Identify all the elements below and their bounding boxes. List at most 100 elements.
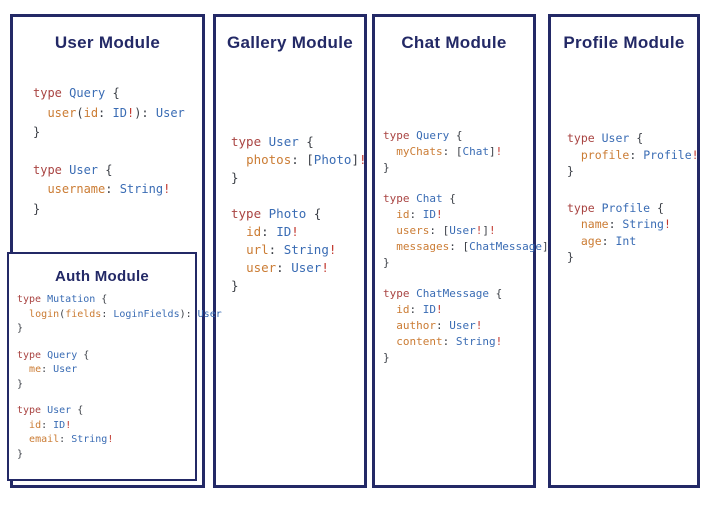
code-token — [17, 364, 29, 375]
code-token: } — [383, 161, 390, 174]
code-token: ] — [488, 145, 496, 158]
code-token: : — [98, 105, 113, 120]
code-token: ! — [321, 260, 329, 275]
code-line: } — [231, 169, 367, 187]
code-block: type User { username: String!} — [33, 161, 185, 220]
code-token: myChats — [396, 145, 443, 158]
code-line: user: User! — [231, 259, 367, 277]
code-block: type Mutation { login(fields: LoginField… — [17, 293, 222, 337]
code-token: : [ — [429, 224, 450, 237]
code-block: type Chat { id: ID! users: [User!]! mess… — [383, 191, 555, 271]
code-token: login — [29, 308, 60, 320]
code-line: login(fields: LoginFields): User — [17, 308, 222, 323]
code-line: type ChatMessage { — [383, 286, 555, 302]
code-token: User — [53, 364, 78, 375]
code-token: String — [622, 217, 664, 231]
code-token: ID — [422, 208, 436, 221]
code-line: type User { — [17, 404, 222, 419]
gallery-module-box: Gallery Module type User { photos: [Phot… — [213, 14, 367, 488]
auth-module-title: Auth Module — [54, 268, 150, 285]
code-token: ! — [163, 182, 171, 196]
code-token: : — [409, 208, 423, 221]
code-token: id — [396, 303, 410, 316]
code-block: type ChatMessage { id: ID! author: User!… — [383, 286, 555, 366]
code-block: type Profile { name: String! age: Int} — [567, 200, 699, 266]
code-token: : — [409, 303, 423, 316]
code-line: me: User — [17, 363, 222, 378]
code-token: } — [33, 125, 41, 139]
code-token: : — [442, 335, 456, 348]
code-token: ! — [691, 147, 699, 162]
code-token: { — [629, 131, 644, 145]
code-line: id: ID! — [231, 223, 367, 241]
code-token: ] — [351, 152, 359, 167]
code-line: } — [567, 249, 699, 266]
code-token: ! — [475, 319, 483, 332]
code-token: User — [449, 319, 476, 332]
code-line: type User { — [33, 161, 185, 181]
code-token: profile — [580, 147, 630, 162]
code-line: id: ID! — [383, 302, 555, 318]
code-token: User — [47, 405, 72, 416]
user-module-title: User Module — [54, 33, 161, 52]
code-token — [17, 309, 29, 320]
chat-module-title: Chat Module — [401, 33, 507, 52]
code-token: url — [246, 242, 269, 257]
code-token: ChatMessage — [469, 240, 542, 253]
code-token: Mutation — [47, 294, 96, 305]
code-token: Photo — [268, 206, 307, 221]
code-token — [383, 208, 396, 221]
code-token: id — [83, 105, 99, 120]
code-line: age: Int — [567, 233, 699, 250]
code-line: type Chat { — [383, 191, 555, 207]
code-token: { — [306, 206, 322, 221]
chat-module-box: Chat Module type Query { myChats: [Chat]… — [372, 14, 555, 488]
code-token: Profile — [601, 200, 651, 215]
code-token: ! — [436, 303, 443, 316]
code-line: type User { — [567, 130, 699, 147]
code-line: } — [231, 277, 367, 295]
code-token: ID — [112, 105, 127, 120]
code-line: type User { — [231, 133, 367, 151]
code-block: type User { id: ID! email: String!} — [17, 404, 222, 462]
code-token: } — [17, 323, 24, 334]
code-token: Profile — [643, 147, 692, 162]
code-block: type User { profile: Profile!} — [567, 130, 699, 180]
code-token: { — [298, 134, 314, 149]
code-token: users — [396, 224, 430, 237]
code-token — [17, 434, 29, 445]
code-line: } — [567, 163, 699, 180]
code-token: } — [383, 351, 390, 364]
code-block: type Query { user(id: ID!): User} — [33, 84, 185, 143]
code-token — [231, 224, 246, 239]
code-token: { — [650, 200, 664, 215]
code-line: } — [383, 350, 555, 366]
code-token: type — [33, 162, 70, 177]
code-token: type — [231, 206, 269, 221]
code-line: } — [383, 255, 555, 271]
code-token: name — [580, 217, 609, 231]
code-token: id — [246, 224, 262, 239]
code-token — [567, 217, 581, 231]
auth-module-code: type Mutation { login(fields: LoginField… — [17, 293, 222, 474]
code-line: username: String! — [33, 180, 185, 200]
code-line: profile: Profile! — [567, 147, 699, 164]
gallery-module-code: type User { photos: [Photo]!}type Photo … — [231, 133, 367, 313]
code-token: User — [268, 134, 299, 149]
code-token — [567, 148, 581, 162]
code-line: id: ID! — [17, 419, 222, 434]
code-token — [567, 234, 581, 248]
code-token: } — [383, 256, 390, 269]
code-token — [383, 303, 396, 316]
code-token: type — [231, 134, 269, 149]
code-token: } — [33, 201, 41, 216]
code-token: ! — [489, 224, 496, 237]
code-token: ID — [422, 303, 436, 316]
code-line: photos: [Photo]! — [231, 151, 366, 169]
code-token: ! — [475, 224, 483, 237]
code-line: users: [User!]! — [383, 223, 555, 239]
code-token: messages — [396, 240, 450, 253]
code-token: } — [17, 448, 24, 460]
code-line: type Profile { — [567, 200, 699, 217]
code-token: } — [567, 164, 574, 178]
